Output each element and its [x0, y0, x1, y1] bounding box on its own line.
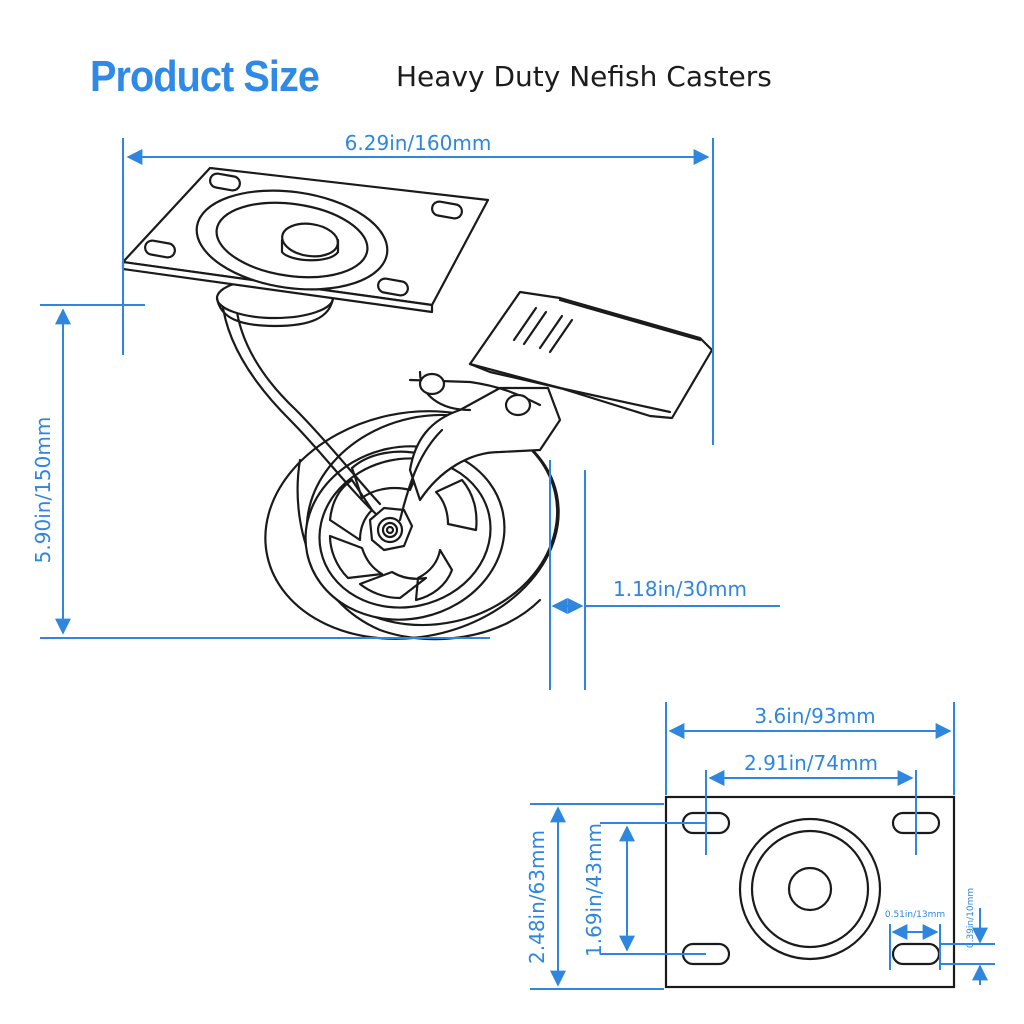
fork [220, 298, 562, 522]
caster-illustration [121, 166, 714, 641]
plate-front-view [664, 795, 956, 989]
top-plate [121, 166, 490, 314]
product-subtitle: Heavy Duty Nefish Casters [396, 60, 772, 93]
hole-spacing-width-label: 2.91in/74mm [744, 751, 878, 775]
plate-length-label: 2.48in/63mm [525, 830, 549, 964]
wheel-width-label: 1.18in/30mm [613, 577, 747, 601]
page-title: Product Size [90, 52, 320, 101]
plate-dimension-lines [530, 702, 995, 990]
hole-spacing-length-label: 1.69in/43mm [582, 823, 606, 957]
overall-length-label: 6.29in/160mm [345, 131, 492, 155]
slot-length-label: 0.51in/13mm [885, 910, 945, 920]
overall-height-label: 5.90in/150mm [31, 417, 55, 564]
brake-pedal [468, 290, 714, 420]
plate-width-label: 3.6in/93mm [754, 704, 875, 728]
caster-dimension-lines [40, 138, 780, 690]
slot-width-label: 0.39in/10mm [966, 888, 976, 948]
